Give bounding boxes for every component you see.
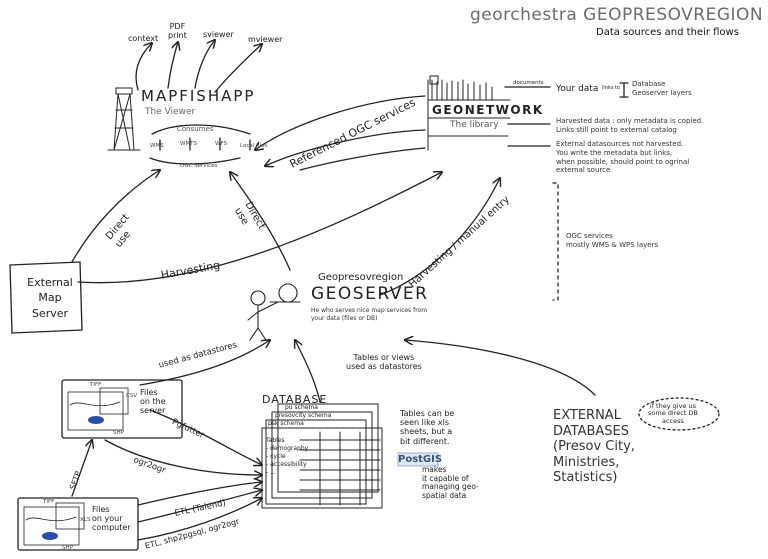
geonetwork-title: GEONETWORK [432,103,544,117]
postgis-description: makes it capable of managing geo- spatia… [422,465,479,500]
files-computer-tag-shp: SHP [62,545,73,551]
harvested-description: Harvested data : only metadata is copied… [556,117,704,134]
files-computer-box [17,497,139,551]
arrow-used-as-datastores [139,340,270,386]
files-server-tag-tiff: TIFF [90,382,102,388]
files-server-label: Files on the server [140,388,166,416]
external-databases-note: if they give us some direct DB access [648,402,698,425]
external-map-server-label: External Map Server [27,276,73,320]
arrow-referenced-ogc [255,95,426,150]
consumes-label: Consumes [177,125,214,133]
ogc-dashed-bracket [552,182,559,301]
mapfishapp-subtitle: The Viewer [145,107,196,117]
geoserver-title: GEOSERVER [311,284,429,304]
arrow-etl-talend [137,490,262,523]
external-databases-label: EXTERNAL DATABASES (Presov City, Ministr… [553,408,635,486]
label-tables-views: Tables or views used as datastores [346,353,422,372]
database-note: Tables can be seen like xls sheets, but … [400,409,455,446]
arrow-tables-views [295,340,321,403]
geonetwork-subtitle: The library [450,120,499,130]
mapfish-tower-sketch [107,87,141,151]
files-computer-label: Files on your computer [92,505,131,533]
arrow-ogr2ogr-server [104,439,262,475]
table-more: - ... [266,469,276,476]
service-wfs: WFS [215,141,227,147]
links-to-label: links to [602,85,621,91]
arrow-bookshelf-to-mapfish [265,129,426,166]
geoserver-description: He who serves nice map services from you… [311,307,428,322]
schema-pu: pu schema [285,404,318,411]
service-wmts: WMTS [180,141,198,147]
arrow-ogr2ogr-computer [137,482,262,506]
page-title: georchestra GEOPRESOVREGION [470,5,764,25]
consumes-bracket [151,124,251,151]
ogc-services-label: OGC Services [180,163,218,169]
service-wms: WMS [150,143,164,149]
external-sources-description: External datasources not harvested. You … [556,140,690,175]
app-context: context [128,34,159,43]
your-data-label: Your data [556,84,599,94]
arrow-to-pdf-print [167,42,178,89]
ogc-services-bracket [149,157,241,165]
files-computer-tag-tiff: TIFF [43,499,55,505]
ogc-services-description: OGC services mostly WMS & WPS layers [566,232,659,249]
files-server-box [61,379,183,439]
geoserver-prefix: Geopresovregion [318,272,404,283]
database-geoserver-layers-label: Database Geoserver layers [632,80,692,97]
files-server-sketch [67,387,129,431]
schema-presovcity: presovcity schema [275,412,332,419]
arrow-sftp [71,440,92,497]
arrow-harvesting [77,172,442,284]
files-computer-sketch [23,502,85,546]
tables-label: Tables [266,437,285,444]
arrow-etl-shp [137,498,262,541]
files-server-tag-csv: CSV [126,393,138,399]
geoserver-figure [247,283,301,341]
table-demography: - demography [266,445,309,452]
arrow-to-mviewer [214,44,262,93]
arrow-pgfutter [149,409,262,465]
arrow-direct-use-mid [230,172,291,271]
links-to-brace [619,82,629,98]
page-subtitle: Data sources and their flows [596,27,739,38]
arrow-bookshelf-mid [299,147,426,171]
database-title: DATABASE [262,393,328,406]
external-map-server-box [9,261,83,334]
arrow-to-context [135,43,152,91]
documents-label: documents [513,80,544,86]
arrow-direct-use-left [71,170,160,263]
arrow-harvesting-manual [379,178,500,296]
table-cycle: - cycle [266,453,286,460]
postgis-badge [397,452,439,467]
external-db-note-bubble [638,397,720,431]
mapfishapp-title: MAPFISHAPP [141,87,256,105]
arrow-to-sviewer [194,40,215,89]
table-accessibility: - accessibility [266,461,307,468]
app-mviewer: mviewer [248,35,283,44]
database-sheets [261,403,383,509]
bookshelf-sketch [427,75,511,151]
app-sviewer: sviewer [203,30,234,39]
service-local-files: Local files [240,143,268,149]
app-pdf-print: PDF print [168,22,187,41]
files-computer-tag-xls: XLS [80,517,91,523]
schema-psk: psk schema [268,420,304,427]
files-server-tag-shp: SHP [113,430,124,436]
arrow-external-db-to-geoserver [405,340,596,396]
postgis-label: PostGIS [398,454,443,465]
